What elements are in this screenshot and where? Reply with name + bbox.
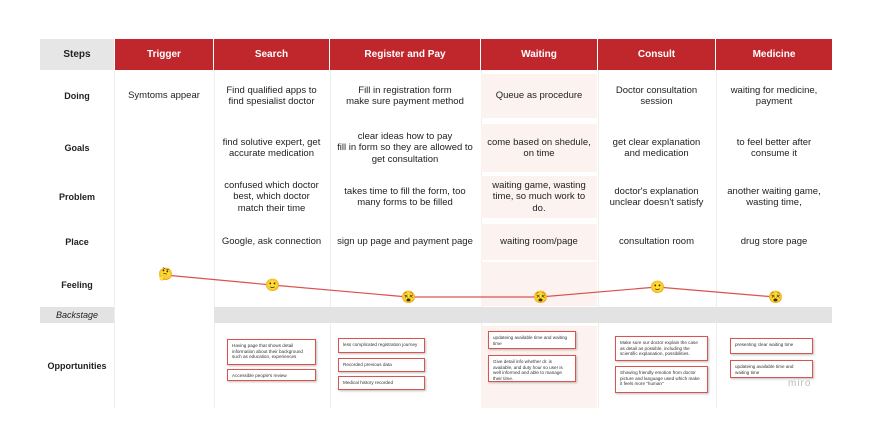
goals-cell: come based on shedule, on time — [481, 124, 597, 172]
opportunity-note[interactable]: Recorded previous data — [338, 358, 425, 372]
goals-cell: find solutive expert, get accurate medic… — [222, 136, 321, 160]
backstage-bar — [214, 307, 832, 323]
backstage-label: Backstage — [40, 307, 114, 323]
doing-cell: Symtoms appear — [128, 90, 200, 102]
problem-cell: doctor's explanation unclear doesn't sat… — [609, 185, 704, 209]
doing-cell: Queue as procedure — [481, 74, 597, 118]
place-cell: sign up page and payment page — [337, 236, 473, 248]
opportunity-note[interactable]: Having page that shows detail informatio… — [227, 339, 316, 365]
column-header-trigger: Trigger — [115, 39, 213, 70]
problem-cell: confused which doctor best, which doctor… — [224, 179, 319, 214]
doing-cell: Doctor consultation session — [615, 84, 698, 108]
row-label-opportunities: Opportunities — [47, 361, 107, 371]
dizzy-face-icon: 😵 — [401, 290, 416, 304]
feeling-cell-waiting — [481, 262, 597, 306]
doing-cell: Fill in registration form make sure paym… — [346, 84, 464, 108]
column-divider — [114, 70, 115, 408]
opportunity-note[interactable]: updateing available time and waiting tim… — [730, 360, 813, 378]
place-cell: Google, ask connection — [221, 236, 322, 248]
slightly-smiling-face-icon: 🙂 — [265, 278, 280, 292]
opportunity-note[interactable]: Make sure our doctor explain the case as… — [615, 336, 708, 361]
slightly-smiling-face-icon: 🙂 — [650, 280, 665, 294]
opportunity-note[interactable]: presenting clear waiting time — [730, 338, 813, 354]
row-label-goals: Goals — [64, 143, 90, 153]
opportunity-note[interactable]: Give detail info whether dr. is availabl… — [488, 355, 576, 382]
row-label-feeling: Feeling — [61, 280, 93, 290]
dizzy-face-icon: 😵 — [768, 290, 783, 304]
feeling-line — [164, 274, 776, 298]
column-header-consult: Consult — [598, 39, 715, 70]
miro-watermark: miro — [788, 378, 812, 389]
thinking-face-icon: 🤔 — [158, 267, 173, 281]
place-cell: consultation room — [619, 236, 694, 248]
row-label-problem: Problem — [58, 192, 95, 202]
opportunity-note[interactable]: Showing friendly emotion from doctor pic… — [615, 366, 708, 393]
opportunity-note[interactable]: Accessible people's review — [227, 369, 316, 381]
goals-cell: to feel better after consume it — [736, 136, 812, 160]
place-cell: drug store page — [740, 236, 808, 248]
column-divider — [598, 70, 599, 408]
column-header-register-and-pay: Register and Pay — [330, 39, 480, 70]
opportunity-note[interactable]: Medical history recorded — [338, 376, 425, 390]
column-divider — [214, 70, 215, 408]
opportunity-note[interactable]: less complicated registration journey — [338, 338, 425, 353]
doing-cell: waiting for medicine, payment — [730, 84, 818, 108]
column-header-search: Search — [214, 39, 329, 70]
goals-cell: clear ideas how to pay fill in form so t… — [337, 130, 473, 165]
row-label-doing: Doing — [64, 91, 90, 101]
steps-header: Steps — [40, 39, 114, 70]
opportunity-note[interactable]: updateing available time and waiting tim… — [488, 331, 576, 349]
dizzy-face-icon: 😵 — [533, 290, 548, 304]
column-divider — [716, 70, 717, 408]
place-cell: waiting room/page — [481, 224, 597, 260]
column-header-medicine: Medicine — [716, 39, 832, 70]
doing-cell: Find qualified apps to find spesialist d… — [226, 84, 317, 108]
row-label-place: Place — [65, 237, 89, 247]
column-divider — [330, 70, 331, 408]
problem-cell: waiting game, wasting time, so much work… — [481, 176, 597, 218]
problem-cell: another waiting game, wasting time, — [727, 185, 821, 209]
column-header-waiting: Waiting — [481, 39, 597, 70]
goals-cell: get clear explanation and medication — [612, 136, 701, 160]
problem-cell: takes time to fill the form, too many fo… — [344, 185, 466, 209]
